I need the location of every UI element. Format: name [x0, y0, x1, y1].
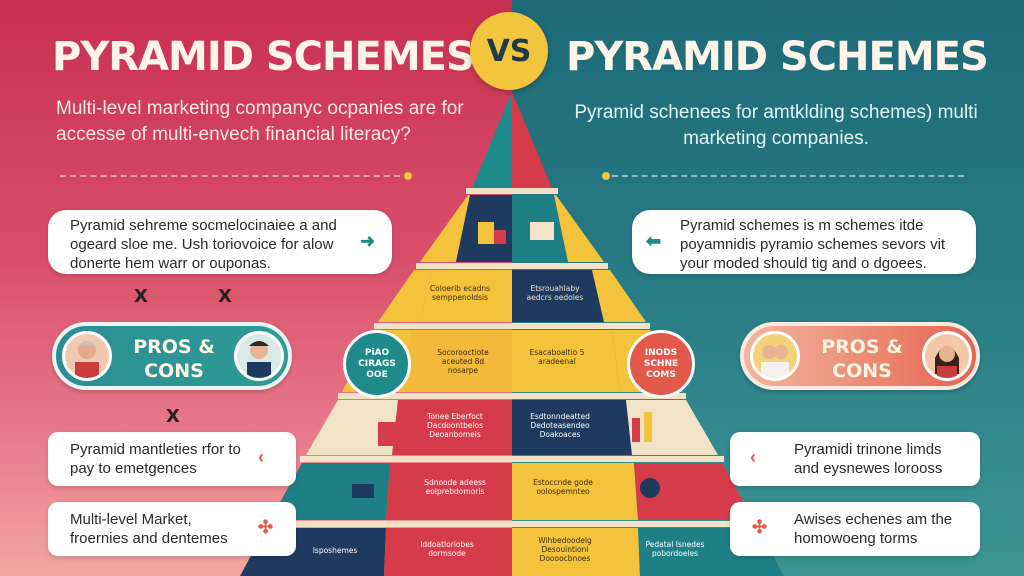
x-mark-icon: X: [134, 286, 148, 307]
arrow-right-icon: ➜: [360, 231, 376, 251]
pyramid-cell-text: Sdnoode adeess eolprebdomoris: [424, 478, 486, 496]
right-divider: [612, 175, 964, 179]
pyramid-cell-text: Esacaboaltio 5 aradeenal: [529, 348, 585, 366]
pyramid-cell-text: Esdtonndeatted Dedoteasendeo Doakoaces: [530, 412, 590, 439]
pyramid-cell-text: Etsrouahlaby aedcrs oedoles: [526, 284, 584, 302]
pros-cons-label: PROS & CONS: [821, 336, 903, 382]
right-info-card-text: Awises echenes am the homowoeng torms: [794, 511, 953, 547]
left-info-card-text: Pyramid mantleties rfor to pay to emetge…: [70, 441, 241, 477]
right-info-card: ‹ Pyramidi trinone limds and eysnewes lo…: [730, 432, 980, 486]
pyramid-cell-text: Pedatal Isnedes pobordoeles: [645, 540, 705, 558]
left-info-card: Multi-level Market, froernies and dentem…: [48, 502, 296, 556]
right-pros-cons-pill: PROS & CONS: [740, 322, 980, 390]
pyramid-cell-text: Socorooctiote aceuted 8d nosarpe: [437, 348, 489, 375]
right-subtitle: Pyramid schenees for amtklding schemes) …: [574, 102, 978, 149]
right-info-card: ✣ Awises echenes am the homowoeng torms: [730, 502, 980, 556]
avatar: [234, 331, 284, 381]
pyramid-cell-text: Tonee Eberfoct Dacdoontbelos Deoanbomeis: [426, 412, 484, 439]
pyramid-cell-text: Coloerib ecadns semppenoldsis: [429, 284, 491, 302]
pyramid-cell-text: Estoccnde gode oolospemnteo: [533, 478, 593, 496]
pyramid-cell-text: Isposhemes: [312, 546, 358, 555]
vs-badge: VS: [470, 12, 548, 90]
x-mark-icon: X: [218, 286, 232, 307]
right-title: PYRAMID SCHEMES: [566, 34, 989, 80]
network-icon: ✣: [752, 517, 768, 537]
share-icon: ‹: [258, 447, 264, 467]
right-divider-dot: [602, 172, 610, 180]
left-subtitle: Multi-level marketing companyc ocpanies …: [56, 98, 464, 145]
share-icon: ‹: [750, 447, 756, 467]
network-icon: ✣: [258, 517, 274, 537]
left-info-card-text: Multi-level Market, froernies and dentem…: [70, 511, 228, 547]
right-info-card: ⬅ Pyramid schemes is m schemes itde poya…: [632, 210, 976, 274]
left-divider-dot: [404, 172, 412, 180]
left-info-card-text: Pyramid sehreme socmelocinaiee a and oge…: [70, 217, 337, 272]
right-info-card-text: Pyramidi trinone limds and eysnewes loro…: [794, 441, 943, 477]
left-info-card: Pyramid sehreme socmelocinaiee a and oge…: [48, 210, 392, 274]
pyramid-cell-text: Wihbedoodelg Desouintioni Doooocbnoes: [538, 536, 592, 563]
x-mark-icon: X: [166, 406, 180, 427]
center-right-badge: INODS SCHNE COMS: [627, 330, 695, 398]
avatar: [62, 331, 112, 381]
avatar: [750, 331, 800, 381]
left-info-card: Pyramid mantleties rfor to pay to emetge…: [48, 432, 296, 486]
right-info-card-text: Pyramid schemes is m schemes itde poyamn…: [680, 217, 946, 272]
left-pros-cons-pill: PROS & CONS: [52, 322, 292, 390]
avatar: [922, 331, 972, 381]
left-divider: [60, 175, 400, 179]
arrow-left-icon: ⬅: [646, 231, 662, 251]
center-left-badge: PiAO CIRAGS OOE: [343, 330, 411, 398]
left-title: PYRAMID SCHEMES: [52, 34, 475, 80]
pros-cons-label: PROS & CONS: [133, 336, 215, 382]
pyramid-cell-text: Iddoatloriobes dormsode: [420, 540, 474, 558]
